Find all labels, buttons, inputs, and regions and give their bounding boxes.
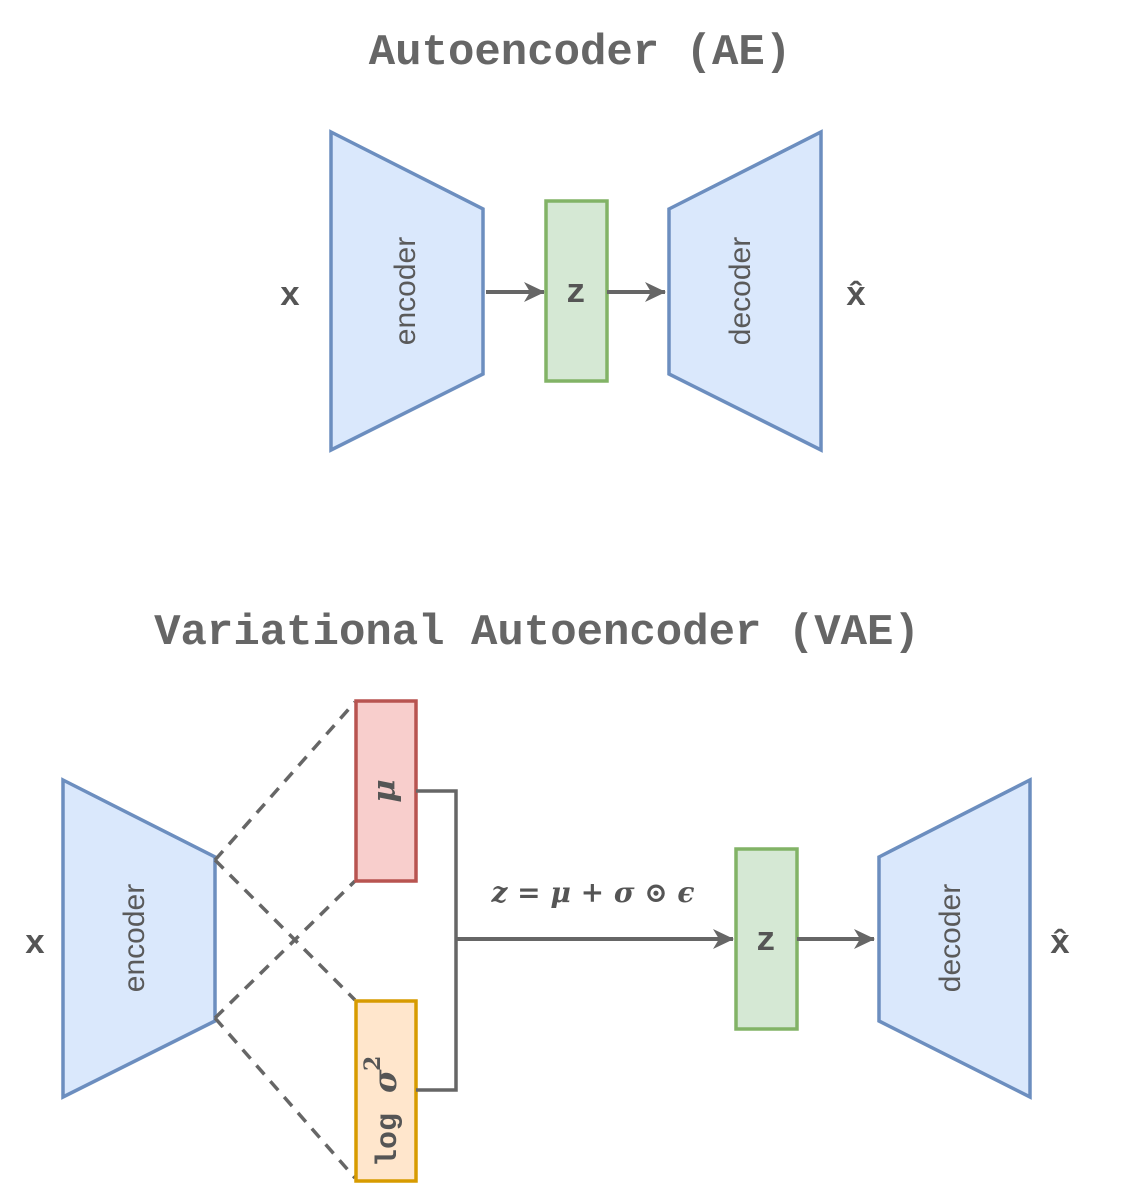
vae-dashed-line-enc-top-to-var-top: [213, 858, 357, 1002]
vae-mu-block: [354, 699, 418, 883]
vae-title: Variational Autoencoder (VAE): [154, 608, 920, 658]
ae-input-x-label: x: [280, 278, 300, 316]
vae-decoder-label: decoder: [934, 884, 967, 992]
ae-decoder-block: [667, 129, 823, 453]
vae-logvar-log-text: log: [372, 1113, 406, 1167]
vae-dashed-line-enc-bottom-to-mu-bottom: [213, 879, 357, 1020]
vae-output-xhat-label: x̂: [1050, 926, 1070, 964]
vae-encoder-block: [61, 777, 217, 1100]
ae-latent-z-block: [544, 199, 609, 383]
vae-dashed-line-enc-bottom-to-var-bottom: [213, 1016, 357, 1180]
vae-section: Variational Autoencoder (VAE) x encoder …: [25, 608, 1070, 1183]
vae-encoder-label: encoder: [118, 884, 151, 992]
vae-latent-z-label: z: [756, 923, 776, 961]
vae-input-x-label: x: [25, 926, 45, 964]
ae-output-xhat-label: x̂: [846, 278, 866, 316]
vae-latent-z-block: [734, 847, 799, 1031]
ae-section: Autoencoder (AE) x encoder z decoder x̂: [280, 28, 866, 453]
ae-encoder-block: [329, 129, 485, 453]
vae-combine-bracket: [416, 789, 458, 1092]
vae-mu-label: μ: [365, 779, 403, 802]
vae-logvar-sigma-text: σ: [366, 1069, 404, 1093]
vae-decoder-block: [877, 777, 1032, 1100]
vae-logvar-exponent-text: 2: [360, 1056, 386, 1071]
vae-logvar-label: log σ 2: [360, 1056, 406, 1167]
vae-dashed-line-enc-top-to-mu-top: [213, 700, 357, 862]
vae-logvar-block: [354, 999, 418, 1183]
ae-encoder-label: encoder: [389, 237, 422, 345]
ae-title: Autoencoder (AE): [369, 28, 791, 78]
ae-latent-z-label: z: [566, 275, 586, 313]
vae-reparam-formula: z = μ + σ ⊙ ϵ: [491, 876, 695, 909]
ae-decoder-label: decoder: [724, 237, 757, 345]
